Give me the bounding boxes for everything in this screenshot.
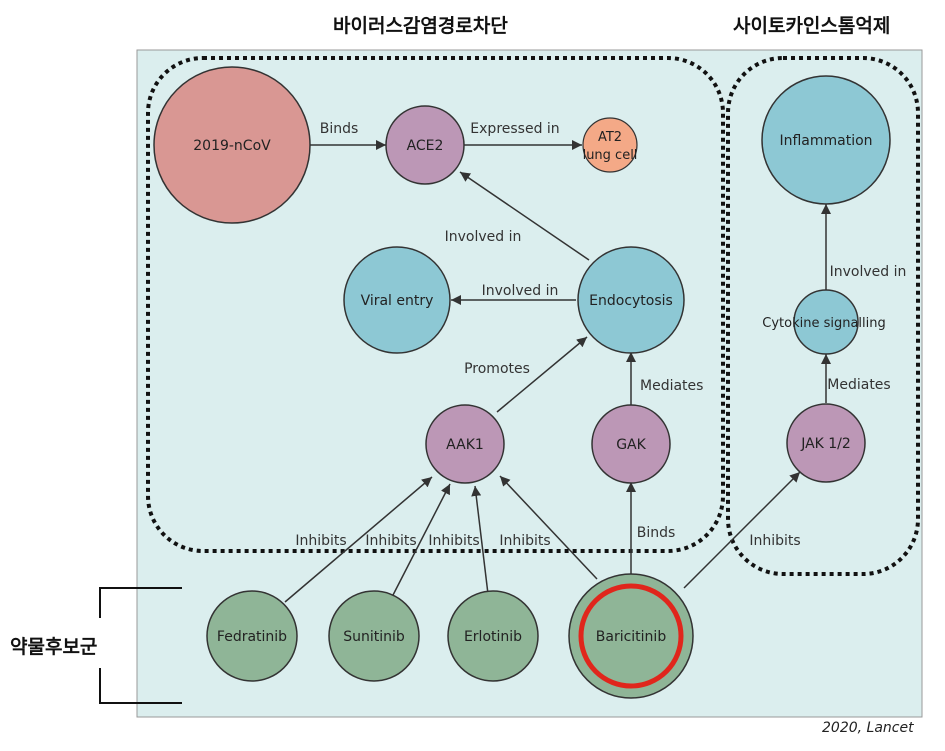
cytokine-group-border — [726, 56, 920, 576]
node-label-endocytosis: Endocytosis — [589, 293, 673, 309]
baricitinib-highlight-ring — [578, 583, 684, 689]
edge-label-inhibits-baricitinib: Inhibits — [499, 533, 550, 549]
edge-fedratinib-aak1 — [284, 476, 433, 603]
edge-label-inhibits-sunitinib: Inhibits — [365, 533, 416, 549]
edge-label-involved-in-inflammation: Involved in — [830, 264, 907, 280]
node-label-inflammation: Inflammation — [779, 133, 872, 149]
edge-label-mediates-gak: Mediates — [640, 378, 703, 394]
node-label-sunitinib: Sunitinib — [343, 629, 405, 645]
node-endocytosis: Endocytosis — [577, 246, 685, 354]
node-cytokine-signalling: Cytokine signalling — [762, 289, 886, 355]
edge-label-inhibits-erlotinib: Inhibits — [428, 533, 479, 549]
edge-label-binds-gak: Binds — [637, 525, 676, 541]
node-label-cytokine-signalling: Cytokine signalling — [762, 316, 886, 331]
edge-aak1-endocytosis — [496, 336, 588, 413]
node-jak: JAK 1/2 — [786, 403, 866, 483]
edge-label-expressed-in: Expressed in — [470, 121, 559, 137]
viral-entry-group-border — [146, 56, 725, 553]
edge-label-promotes: Promotes — [464, 361, 530, 377]
node-label-2019-ncov: 2019-nCoV — [193, 138, 271, 154]
node-label-gak: GAK — [616, 437, 646, 453]
node-label-lung-cell: lung cell — [583, 148, 638, 163]
heading-cytokine-inhibition: 사이토카인스톰억제 — [733, 15, 891, 37]
node-label-baricitinib: Baricitinib — [596, 629, 667, 645]
node-label-erlotinib: Erlotinib — [464, 629, 522, 645]
edge-label-inhibits-jak: Inhibits — [749, 533, 800, 549]
node-label-viral-entry: Viral entry — [361, 293, 434, 309]
node-inflammation: Inflammation — [761, 75, 891, 205]
node-fedratinib: Fedratinib — [206, 590, 298, 682]
node-label-ace2: ACE2 — [407, 138, 444, 154]
node-label-fedratinib: Fedratinib — [217, 629, 287, 645]
node-gak: GAK — [591, 404, 671, 484]
edge-label-mediates-jak: Mediates — [827, 377, 890, 393]
edge-baricitinib-jak — [683, 471, 801, 589]
node-baricitinib: Baricitinib — [568, 573, 694, 699]
edge-label-involved-in-viral: Involved in — [482, 283, 559, 299]
node-ace2: ACE2 — [385, 105, 465, 185]
node-label-at2: AT2 — [598, 130, 622, 145]
node-erlotinib: Erlotinib — [447, 590, 539, 682]
heading-viral-entry-block: 바이러스감염경로차단 — [333, 15, 508, 37]
edge-erlotinib-aak1 — [471, 485, 489, 595]
node-2019-ncov: 2019-nCoV — [153, 66, 311, 224]
edge-label-inhibits-fedratinib: Inhibits — [295, 533, 346, 549]
citation: 2020, Lancet — [822, 720, 914, 736]
node-at2-lung-cell: AT2 lung cell — [582, 117, 638, 173]
node-label-jak: JAK 1/2 — [800, 436, 851, 452]
node-sunitinib: Sunitinib — [328, 590, 420, 682]
edge-endocytosis-ace2 — [459, 171, 590, 261]
node-label-aak1: AAK1 — [446, 437, 484, 453]
node-aak1: AAK1 — [425, 404, 505, 484]
edge-baricitinib-aak1 — [499, 475, 598, 580]
edge-label-involved-in-ace2: Involved in — [445, 229, 522, 245]
node-viral-entry: Viral entry — [343, 246, 451, 354]
heading-drug-candidates: 약물후보군 — [10, 636, 98, 658]
edge-sunitinib-aak1 — [391, 483, 451, 598]
edge-label-binds: Binds — [320, 121, 359, 137]
